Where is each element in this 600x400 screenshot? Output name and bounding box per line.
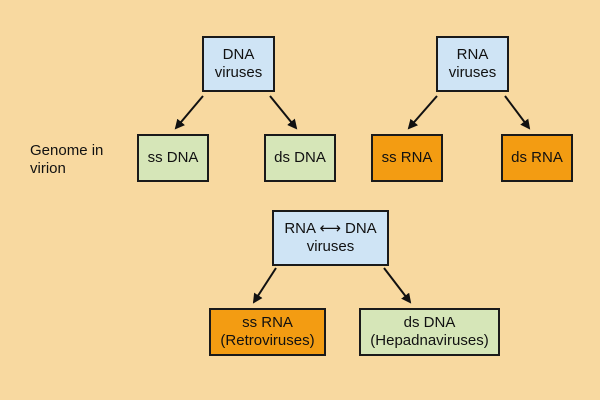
node-dna-viruses: DNA viruses [202, 36, 275, 92]
node-ss-rna-retroviruses-line2: (Retroviruses) [220, 332, 315, 349]
node-ds-dna-hepadnaviruses: ds DNA (Hepadnaviruses) [359, 308, 500, 356]
node-rna-viruses: RNA viruses [436, 36, 509, 92]
node-ds-dna-label: ds DNA [274, 149, 326, 166]
arrow-rnadna-to-ssrna-retro [252, 267, 277, 304]
arrow-rnadna-to-dsdna-hepadna [383, 267, 412, 304]
arrow-dna-to-ssdna [174, 95, 204, 130]
node-ds-rna-label: ds RNA [511, 149, 563, 166]
node-dna-viruses-label: DNA viruses [214, 46, 263, 81]
node-rna-dna-viruses: RNA ⟷ DNA viruses [272, 210, 389, 266]
node-rna-viruses-label: RNA viruses [448, 46, 497, 81]
node-ss-rna: ss RNA [371, 134, 443, 182]
arrow-rna-to-dsrna [504, 95, 531, 130]
node-ds-rna: ds RNA [501, 134, 573, 182]
arrow-rna-to-ssrna [407, 95, 438, 130]
node-ss-dna-label: ss DNA [147, 149, 199, 166]
node-ds-dna-hepadnaviruses-line2: (Hepadnaviruses) [370, 332, 489, 349]
node-rna-dna-viruses-line1: RNA ⟷ DNA [284, 220, 377, 237]
node-rna-dna-viruses-line2: viruses [306, 238, 355, 255]
node-ds-dna: ds DNA [264, 134, 336, 182]
node-ss-rna-label: ss RNA [381, 149, 433, 166]
node-ss-rna-retroviruses-line1: ss RNA [242, 314, 293, 331]
genome-in-virion-label: Genome in virion [30, 142, 104, 177]
node-ds-dna-hepadnaviruses-line1: ds DNA [403, 314, 456, 331]
arrow-dna-to-dsdna [269, 95, 298, 130]
node-ss-dna: ss DNA [137, 134, 209, 182]
node-ss-rna-retroviruses: ss RNA (Retroviruses) [209, 308, 326, 356]
